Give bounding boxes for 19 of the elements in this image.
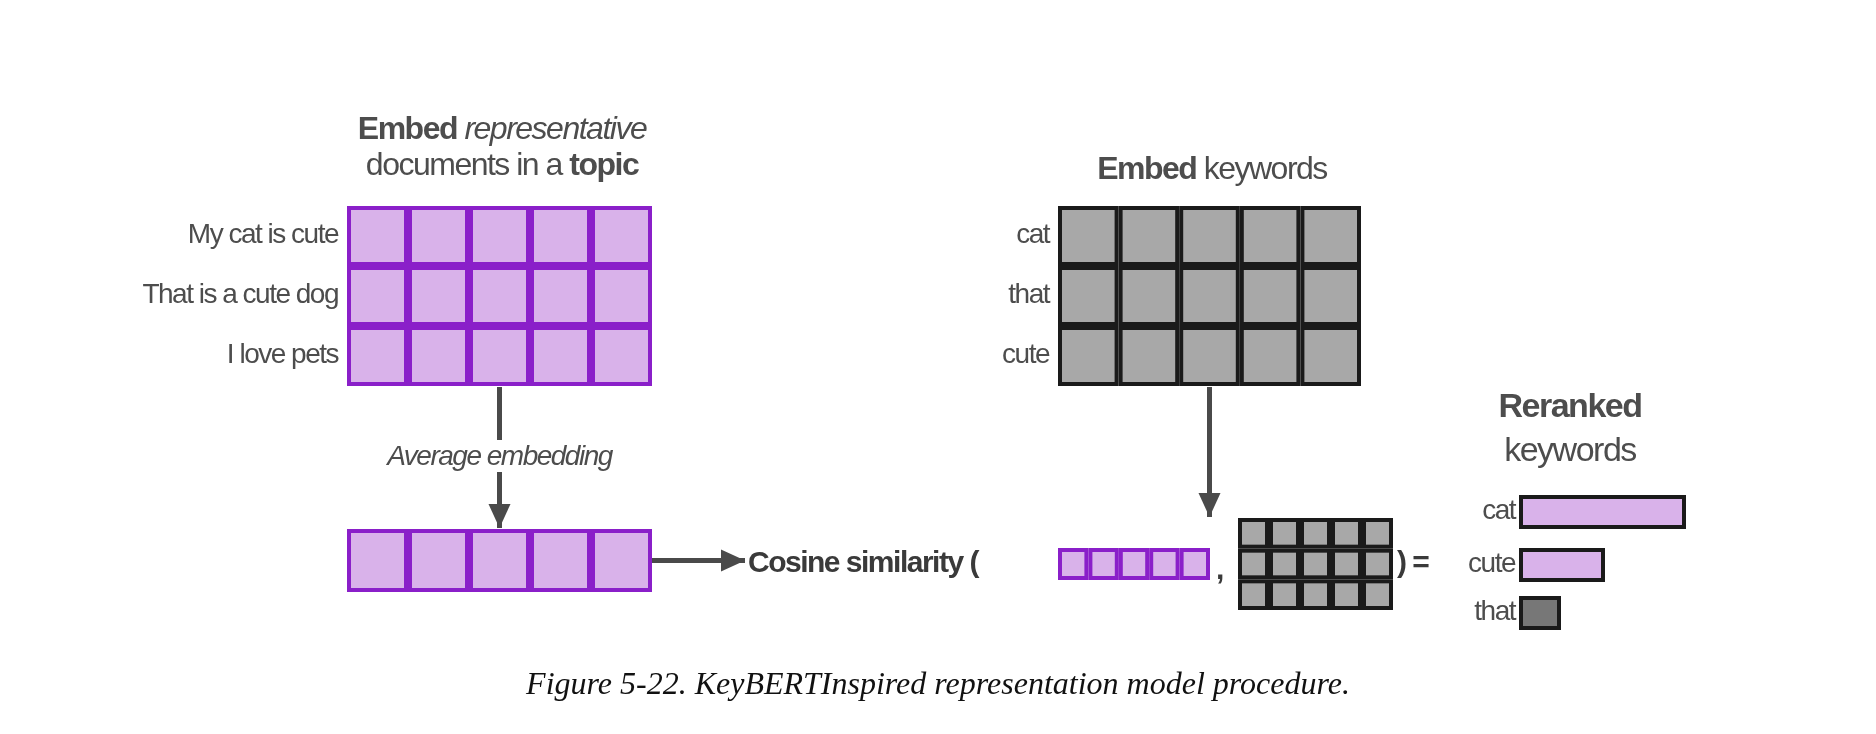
edge-label: Average embedding xyxy=(385,439,614,472)
formula-text: , xyxy=(1216,552,1223,586)
bar-label: that xyxy=(1474,594,1515,628)
arrow xyxy=(1198,387,1221,517)
panel-title: Embed representative documents in a topic xyxy=(356,110,648,182)
row-label: That is a cute dog xyxy=(142,277,338,311)
bar-label: cat xyxy=(1482,493,1515,527)
row-label: that xyxy=(1008,277,1049,311)
arrow xyxy=(652,549,745,572)
panel-title: Embed keywords xyxy=(1096,150,1328,186)
row-label: cute xyxy=(1002,337,1049,371)
formula-text: Cosine similarity ( xyxy=(748,545,978,579)
row-label: My cat is cute xyxy=(187,217,338,251)
panel-title: Reranked keywords xyxy=(1497,385,1643,470)
figure-caption: Figure 5-22. KeyBERTInspired representation model procedure. xyxy=(526,664,1350,702)
formula-text: ) = xyxy=(1397,545,1429,579)
row-label: cat xyxy=(1016,217,1049,251)
row-label: I love pets xyxy=(226,337,338,371)
bar-label: cute xyxy=(1468,546,1515,580)
